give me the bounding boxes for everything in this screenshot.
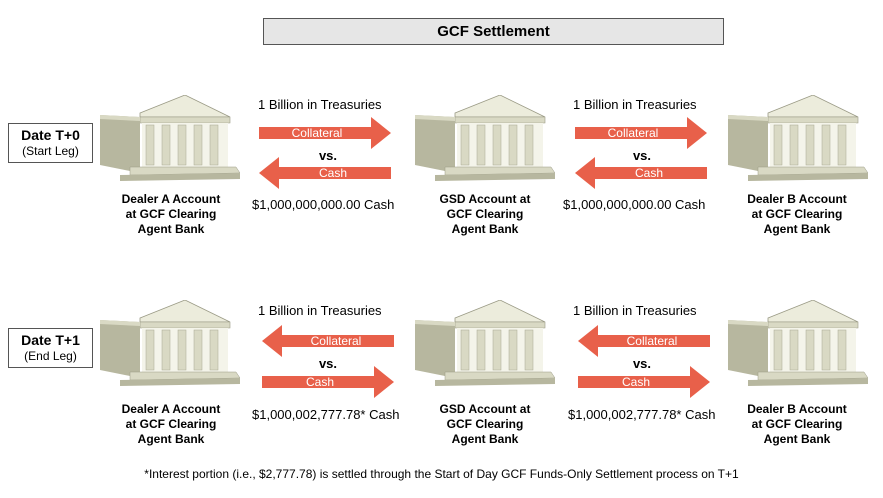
cash-arrow: Cash: [578, 366, 710, 398]
flow-top-text: 1 Billion in Treasuries: [258, 97, 382, 112]
footnote: *Interest portion (i.e., $2,777.78) is s…: [144, 467, 739, 481]
date-sub: (End Leg): [24, 349, 77, 363]
flow-bottom-text: $1,000,000,000.00 Cash: [563, 197, 706, 212]
flow-top-text: 1 Billion in Treasuries: [258, 303, 382, 318]
date-box-t0: Date T+0 (Start Leg): [8, 123, 93, 163]
bank-svg: [728, 94, 869, 181]
date-label: Date T+1: [21, 332, 80, 348]
arrow-shape: [578, 366, 710, 398]
bank-label-dealer-b: Dealer B Account at GCF Clearing Agent B…: [747, 192, 847, 236]
bank-svg: [100, 299, 241, 386]
cash-arrow: Cash: [575, 157, 707, 189]
collateral-arrow: Collateral: [262, 325, 394, 357]
diagram-title: GCF Settlement: [263, 18, 724, 45]
date-box-t1: Date T+1 (End Leg): [8, 328, 93, 368]
bank-building-icon: [415, 299, 556, 390]
arrow-label: Cash: [318, 166, 347, 180]
bank-building-icon: [728, 299, 869, 390]
bank-svg: [100, 94, 241, 181]
bank-label-gsd: GSD Account at GCF Clearing Agent Bank: [439, 402, 531, 446]
arrow-shape: [262, 325, 394, 357]
flow-top-text: 1 Billion in Treasuries: [573, 97, 697, 112]
arrow-label: Collateral: [607, 126, 659, 140]
bank-label-dealer-a: Dealer A Account at GCF Clearing Agent B…: [121, 402, 221, 446]
arrow-label: Cash: [634, 166, 663, 180]
arrow-label: Cash: [305, 375, 334, 389]
arrow-label: Collateral: [291, 126, 343, 140]
cash-arrow: Cash: [262, 366, 394, 398]
arrow-label: Cash: [621, 375, 650, 389]
bank-label-dealer-a: Dealer A Account at GCF Clearing Agent B…: [121, 192, 221, 236]
flow-bottom-text: $1,000,002,777.78* Cash: [252, 407, 400, 422]
date-label: Date T+0: [21, 127, 80, 143]
vs-text: vs.: [318, 148, 338, 163]
arrow-label: Collateral: [626, 334, 678, 348]
bank-building-icon: [100, 299, 241, 390]
date-sub: (Start Leg): [22, 144, 79, 158]
flow-bottom-text: $1,000,002,777.78* Cash: [568, 407, 716, 422]
arrow-shape: [575, 157, 707, 189]
bank-building-icon: [728, 94, 869, 185]
collateral-arrow: Collateral: [259, 117, 391, 149]
vs-text: vs.: [632, 356, 652, 371]
arrow-label: Collateral: [310, 334, 362, 348]
arrow-shape: [259, 117, 391, 149]
bank-building-icon: [100, 94, 241, 185]
collateral-arrow: Collateral: [575, 117, 707, 149]
bank-svg: [415, 94, 556, 181]
bank-label-gsd: GSD Account at GCF Clearing Agent Bank: [439, 192, 531, 236]
bank-label-dealer-b: Dealer B Account at GCF Clearing Agent B…: [747, 402, 847, 446]
flow-bottom-text: $1,000,000,000.00 Cash: [252, 197, 395, 212]
cash-arrow: Cash: [259, 157, 391, 189]
vs-text: vs.: [318, 356, 338, 371]
vs-text: vs.: [632, 148, 652, 163]
arrow-shape: [259, 157, 391, 189]
bank-building-icon: [415, 94, 556, 185]
bank-svg: [728, 299, 869, 386]
collateral-arrow: Collateral: [578, 325, 710, 357]
flow-top-text: 1 Billion in Treasuries: [573, 303, 697, 318]
arrow-shape: [578, 325, 710, 357]
bank-svg: [415, 299, 556, 386]
arrow-shape: [575, 117, 707, 149]
arrow-shape: [262, 366, 394, 398]
